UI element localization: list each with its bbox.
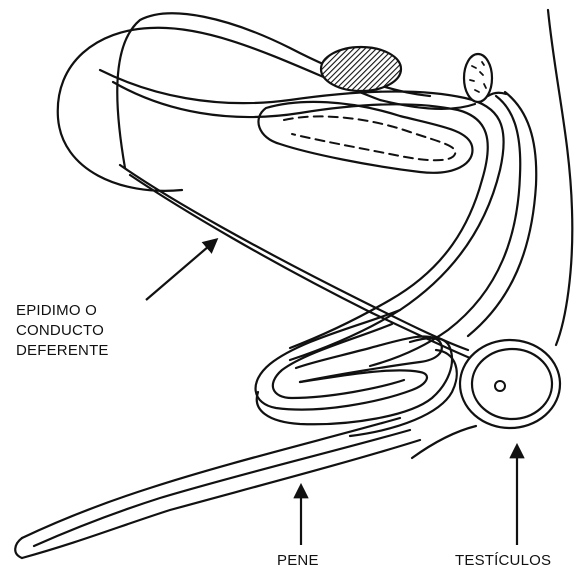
urethra-mid [113, 82, 488, 348]
sigmoid-flexure-inner [296, 336, 442, 382]
epididymis-label-line-1: EPIDIMO O [16, 301, 109, 321]
epididymis-label-line-3: DEFERENTE [16, 341, 109, 361]
testis-center [495, 381, 505, 391]
penis-shaft-upper [22, 418, 400, 538]
testicles-label: TESTÍCULOS [455, 551, 551, 571]
arrow-epididymis [146, 240, 216, 300]
penis-tip [15, 538, 22, 558]
body-contour-lower [412, 426, 476, 458]
penis-shaft-middle [34, 430, 410, 546]
body-outline [548, 10, 572, 345]
epididymis-label-line-2: CONDUCTO [16, 321, 109, 341]
testis-inner [472, 349, 552, 419]
vesicular-gland [321, 47, 401, 91]
vas-deferens-b [130, 175, 470, 358]
bulbourethral-gland [464, 54, 492, 102]
penis-label: PENE [277, 551, 319, 571]
prostate-outline [258, 102, 472, 173]
urethra-inner-right [370, 96, 520, 366]
epididymis-label: EPIDIMO O CONDUCTO DEFERENTE [16, 301, 109, 361]
vas-deferens-a [120, 165, 468, 350]
penis-shaft-lower [22, 440, 420, 558]
